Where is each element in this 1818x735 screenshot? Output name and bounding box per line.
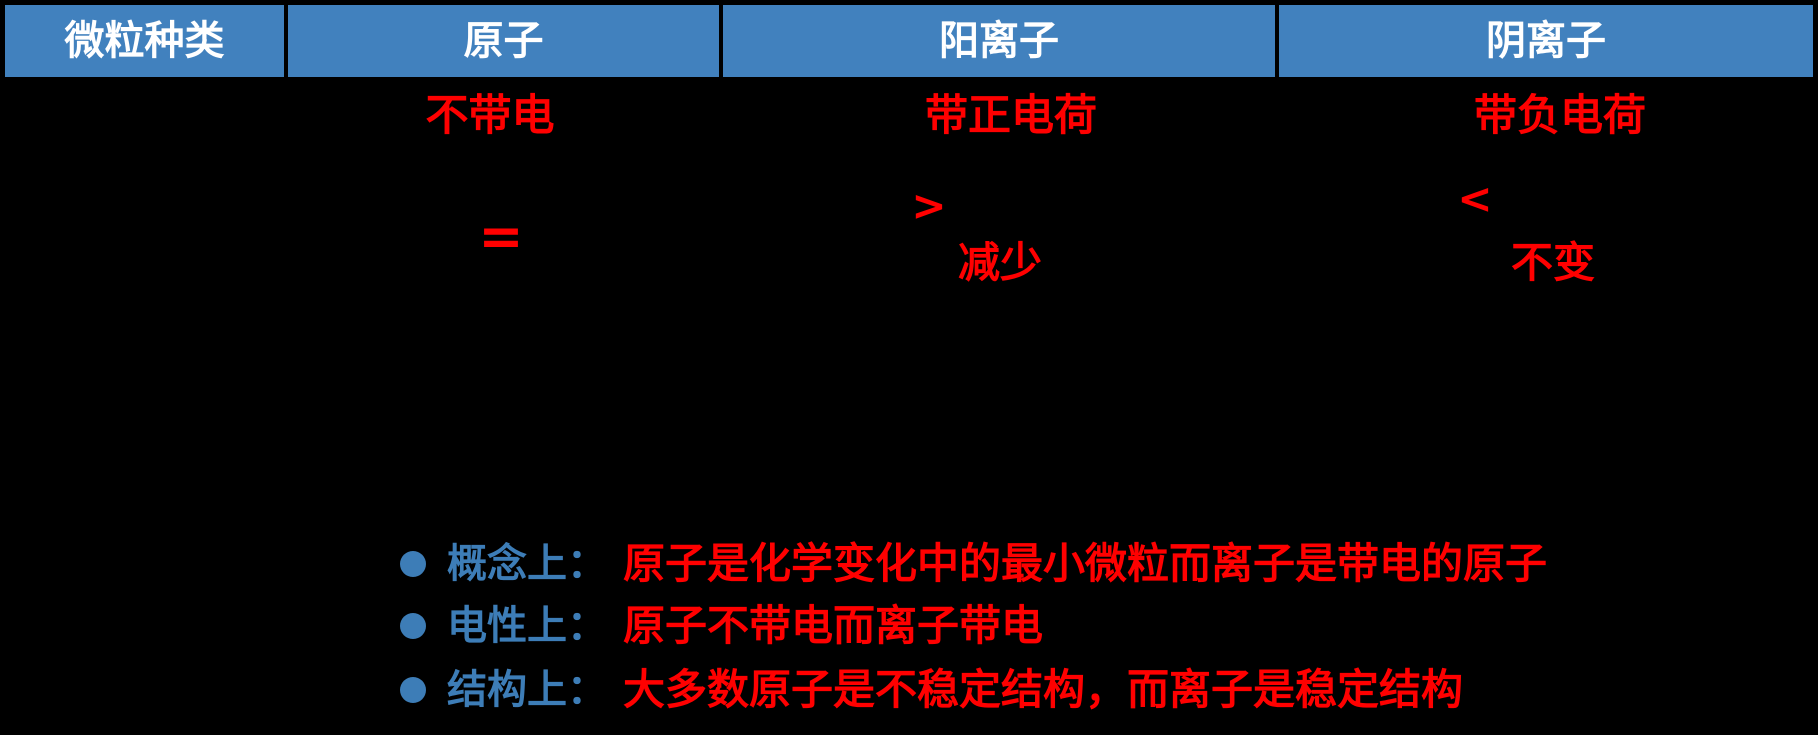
header-cell-particle-type: 微粒种类 bbox=[5, 5, 284, 77]
header-label-anion: 阴离子 bbox=[1486, 18, 1606, 64]
header-cell-atom: 原子 bbox=[288, 5, 719, 77]
anion-less-than-symbol: < bbox=[1457, 174, 1493, 223]
cation-electron-change-answer: 减少 bbox=[957, 238, 1043, 287]
note-text-structure: 大多数原子是不稳定结构，而离子是稳定结构 bbox=[623, 665, 1464, 714]
bullet-icon bbox=[400, 677, 426, 703]
note-label-concept: 概念上： bbox=[447, 541, 607, 587]
atom-equals-symbol: = bbox=[478, 205, 524, 268]
note-text-concept: 原子是化学变化中的最小微粒而离子是带电的原子 bbox=[623, 539, 1548, 588]
atom-charge-answer: 不带电 bbox=[425, 91, 555, 141]
header-cell-cation: 阳离子 bbox=[723, 5, 1275, 77]
summary-note-electricity: 电性上： 原子不带电而离子带电 bbox=[400, 601, 1043, 651]
anion-electron-change-answer: 不变 bbox=[1510, 238, 1596, 287]
bullet-icon bbox=[400, 551, 426, 577]
header-label-atom: 原子 bbox=[463, 18, 544, 64]
note-label-structure: 结构上： bbox=[447, 667, 607, 713]
header-label-particle-type: 微粒种类 bbox=[64, 18, 225, 64]
table-header-row: 微粒种类 原子 阳离子 阴离子 bbox=[5, 5, 1813, 77]
header-label-cation: 阳离子 bbox=[939, 18, 1059, 64]
anion-charge-answer: 带负电荷 bbox=[1474, 91, 1646, 141]
bullet-icon bbox=[400, 613, 426, 639]
cation-greater-than-symbol: > bbox=[911, 181, 947, 230]
note-label-electricity: 电性上： bbox=[447, 603, 607, 649]
note-text-electricity: 原子不带电而离子带电 bbox=[623, 601, 1044, 650]
summary-note-structure: 结构上： 大多数原子是不稳定结构，而离子是稳定结构 bbox=[400, 665, 1463, 715]
cation-charge-answer: 带正电荷 bbox=[925, 91, 1097, 141]
header-cell-anion: 阴离子 bbox=[1279, 5, 1813, 77]
summary-note-concept: 概念上： 原子是化学变化中的最小微粒而离子是带电的原子 bbox=[400, 539, 1547, 589]
